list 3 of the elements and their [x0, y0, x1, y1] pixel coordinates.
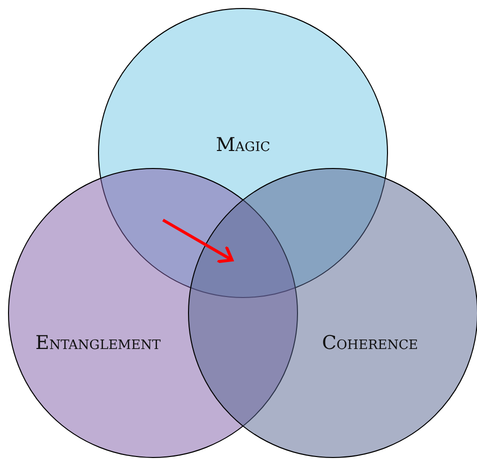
- circle-label: Entanglement: [35, 332, 161, 354]
- circle-label: Magic: [216, 134, 270, 156]
- circle-label: Coherence: [322, 332, 418, 354]
